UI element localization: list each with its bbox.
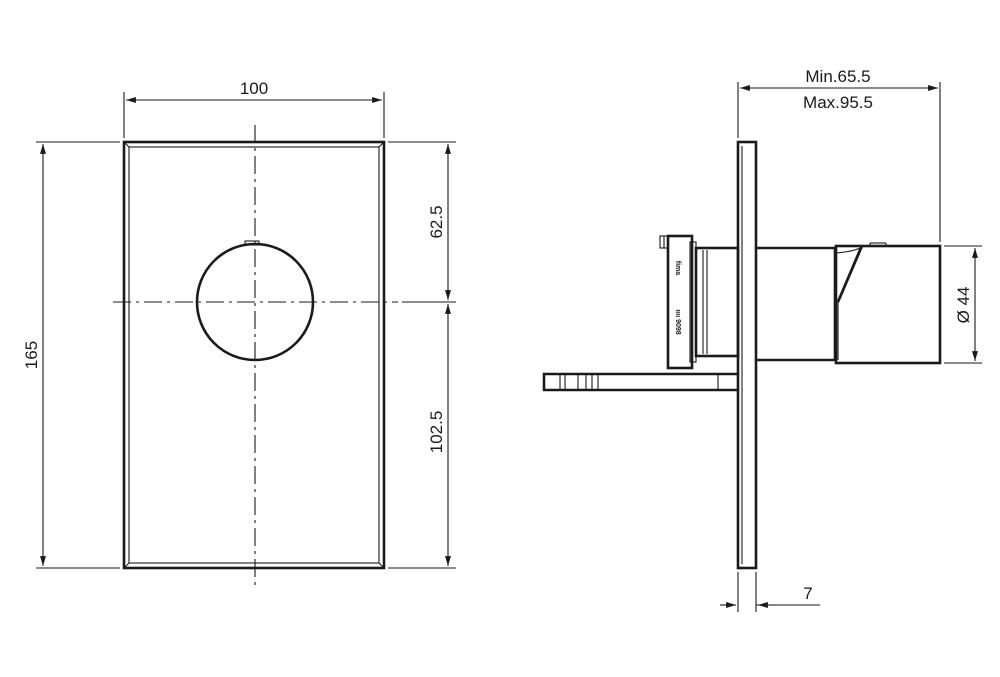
cartridge-flange xyxy=(666,234,694,370)
depth-max-label: Max.95.5 xyxy=(803,93,873,112)
knob-indicator xyxy=(244,240,260,246)
side-cover-plate xyxy=(736,140,758,570)
lower-offset-dimension-label: 102.5 xyxy=(427,411,446,454)
height-dimension-label: 165 xyxy=(22,341,41,369)
handle-cap xyxy=(834,244,942,365)
cover-plate-bevel xyxy=(128,146,380,564)
upper-offset-dimension-label: 62.5 xyxy=(427,205,446,238)
cartridge-marking-bottom: ıııı 9098 xyxy=(674,309,681,334)
cover-plate xyxy=(122,140,386,570)
front-view: 100 165 62.5 102.5 xyxy=(22,79,456,590)
plate-thickness-label: 7 xyxy=(803,584,812,603)
spindle xyxy=(542,372,738,392)
depth-min-label: Min.65.5 xyxy=(805,67,870,86)
handle-body xyxy=(756,246,837,362)
width-dimension-label: 100 xyxy=(240,79,268,98)
diameter-dimension-label: Ø 44 xyxy=(954,287,973,324)
cartridge-marking-top: fima xyxy=(674,261,681,276)
cartridge-sleeve xyxy=(694,246,740,358)
handle-neck xyxy=(834,246,862,360)
side-view: fima ıııı 9098 Min.65.5 Max.95.5 Ø 44 7 xyxy=(542,67,982,612)
